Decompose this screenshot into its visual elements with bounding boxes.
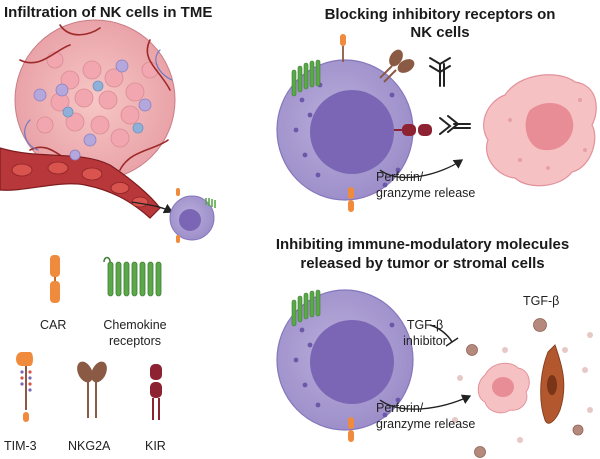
tgfb-molecules (466, 318, 584, 458)
perforin-label-top-line1: Perforin/ (376, 170, 424, 184)
tgfb-inhibitor-label-line2: inhibitor (403, 334, 447, 348)
nk-cell-top (276, 34, 414, 212)
small-nk-cell (169, 188, 216, 243)
panel-title-infiltration: Infiltration of NK cells in TME (4, 4, 213, 21)
legend-kir-glyph (150, 364, 162, 420)
legend-label-chemokine-line1: Chemokine (103, 318, 167, 332)
perforin-label-bottom-line1: Perforin/ (376, 401, 424, 415)
legend-label-kir: KIR (145, 439, 166, 453)
blood-vessel (0, 147, 161, 219)
legend-tim3-glyph (16, 352, 33, 422)
tgfb-inhibitor-label-line1: TGF-β (406, 318, 444, 332)
tumor-cell-bottom (477, 362, 530, 414)
perforin-arrow-top (379, 159, 464, 178)
legend-label-tim3: TIM-3 (4, 439, 37, 453)
stromal-cell (540, 344, 565, 424)
panel-title-inhibiting-line2: released by tumor or stromal cells (300, 255, 545, 272)
legend-car-glyph (50, 255, 60, 303)
legend-chemokine-glyph (103, 256, 162, 297)
legend-label-chemokine-line2: receptors (108, 334, 162, 348)
perforin-label-bottom-line2: granzyme release (376, 417, 476, 431)
nk-cell-bottom (276, 289, 414, 442)
legend-label-car: CAR (40, 318, 67, 332)
perforin-label-top-line2: granzyme release (376, 186, 476, 200)
tgfb-label: TGF-β (523, 294, 560, 308)
panel-title-blocking-line1: Blocking inhibitory receptors on (324, 6, 556, 23)
blocking-antibody-2 (439, 115, 471, 135)
perforin-arrow-bottom (379, 394, 472, 410)
migration-arrow (131, 201, 174, 214)
tumor-cell-top (483, 74, 597, 187)
nkg2a-receptor-top (379, 49, 415, 83)
panel-title-inhibiting-line1: Inhibiting immune-modulatory molecules (275, 236, 570, 253)
blocking-antibody-1 (429, 57, 451, 87)
legend-label-nkg2a: NKG2A (68, 439, 111, 453)
tgfb-inhibitor-symbol (429, 324, 459, 347)
tumor-mass (14, 19, 176, 181)
small-particles (452, 332, 593, 443)
legend-nkg2a-glyph (77, 361, 107, 418)
panel-title-blocking-line2: NK cells (410, 24, 470, 41)
kir-receptor-top (394, 124, 432, 136)
